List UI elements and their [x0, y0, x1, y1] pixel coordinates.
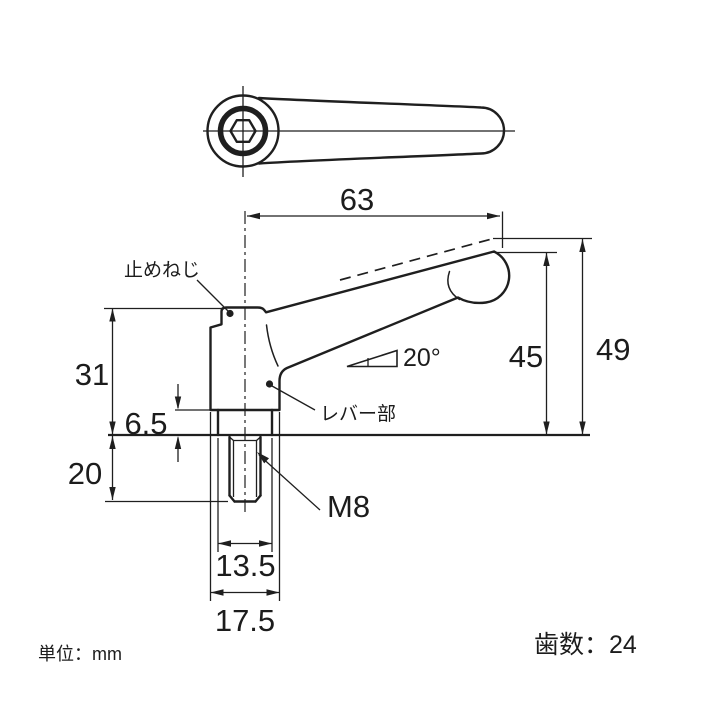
dim-31-arrow-bottom — [109, 421, 116, 435]
thread-leader — [258, 454, 321, 511]
label-thread: M8 — [257, 452, 370, 524]
dim-45-arrow-top — [543, 253, 550, 266]
dim-17-5-text: 17.5 — [215, 603, 275, 638]
dim-20-arrow-top — [109, 436, 116, 449]
dim-45-text: 45 — [509, 339, 543, 374]
knob-neck-contour — [447, 270, 461, 301]
top-view-hex-socket — [229, 118, 257, 144]
top-view — [203, 86, 515, 177]
lever-part-leader — [271, 385, 316, 411]
dim-17-5-arrow-left — [210, 589, 224, 596]
dim-45-arrow-bottom — [543, 421, 550, 435]
stud-top-chamfer-right — [256, 436, 261, 441]
dim-13-5-text: 13.5 — [215, 548, 275, 583]
angle-triangle — [346, 349, 398, 368]
dim-6-5-arrow-down — [174, 396, 182, 410]
side-view-body-outline — [209, 250, 511, 412]
dim-height-45: 45 — [497, 251, 557, 435]
body-fillet-contour — [265, 324, 279, 367]
dim-height-49: 49 — [493, 237, 630, 435]
dim-49-arrow-bottom — [579, 421, 586, 435]
dim-17-5-arrow-right — [266, 589, 280, 596]
dim-overall-length: 63 — [247, 182, 504, 248]
dim-49-text: 49 — [596, 332, 630, 367]
side-view — [108, 211, 590, 516]
set-screw-leader — [196, 279, 229, 312]
dim-body-height-31: 31 — [75, 307, 222, 435]
lever-hidden-edge — [339, 238, 492, 281]
stud-top-chamfer-left — [229, 436, 234, 441]
dim-20-arrow-bottom — [109, 487, 116, 500]
dim-boss-height-6-5: 6.5 — [124, 384, 216, 462]
dim-6-5-text: 6.5 — [124, 406, 167, 441]
dim-13-5-arrow-left — [218, 540, 231, 547]
dim-31-text: 31 — [75, 357, 109, 392]
unit-note: 単位：mm — [38, 644, 122, 664]
set-screw-leader-dot — [226, 309, 234, 318]
angle-text: 20° — [403, 344, 441, 372]
dim-6-5-arrow-up — [174, 436, 182, 449]
label-set-screw: 止めねじ — [124, 259, 234, 318]
label-lever-part: レバー部 — [265, 380, 396, 425]
stud-chamfer-left — [228, 494, 236, 503]
dim-63-arrow-left — [247, 212, 260, 220]
set-screw-label: 止めねじ — [124, 259, 200, 281]
top-view-boss-circle — [206, 94, 280, 168]
top-view-lever-outline — [257, 96, 506, 165]
dim-31-arrow-top — [109, 308, 116, 322]
lever-part-label: レバー部 — [320, 403, 396, 425]
stud-chamfer-right — [254, 494, 262, 503]
dim-63-text: 63 — [340, 182, 374, 217]
top-view-washer-ring — [217, 105, 269, 157]
dim-49-arrow-top — [579, 239, 586, 252]
teeth-note: 歯数：24 — [534, 631, 637, 659]
dim-63-arrow-right — [487, 212, 500, 220]
lever-part-leader-dot — [265, 380, 274, 388]
dim-stud-length-20: 20 — [68, 436, 228, 503]
thread-label: M8 — [327, 489, 370, 524]
dim-base-width-17-5: 17.5 — [209, 412, 281, 638]
angle-indicator: 20° — [346, 344, 441, 372]
dim-13-5-arrow-right — [259, 540, 272, 547]
dim-boss-width-13-5: 13.5 — [215, 438, 276, 583]
dim-20-text: 20 — [68, 456, 102, 491]
